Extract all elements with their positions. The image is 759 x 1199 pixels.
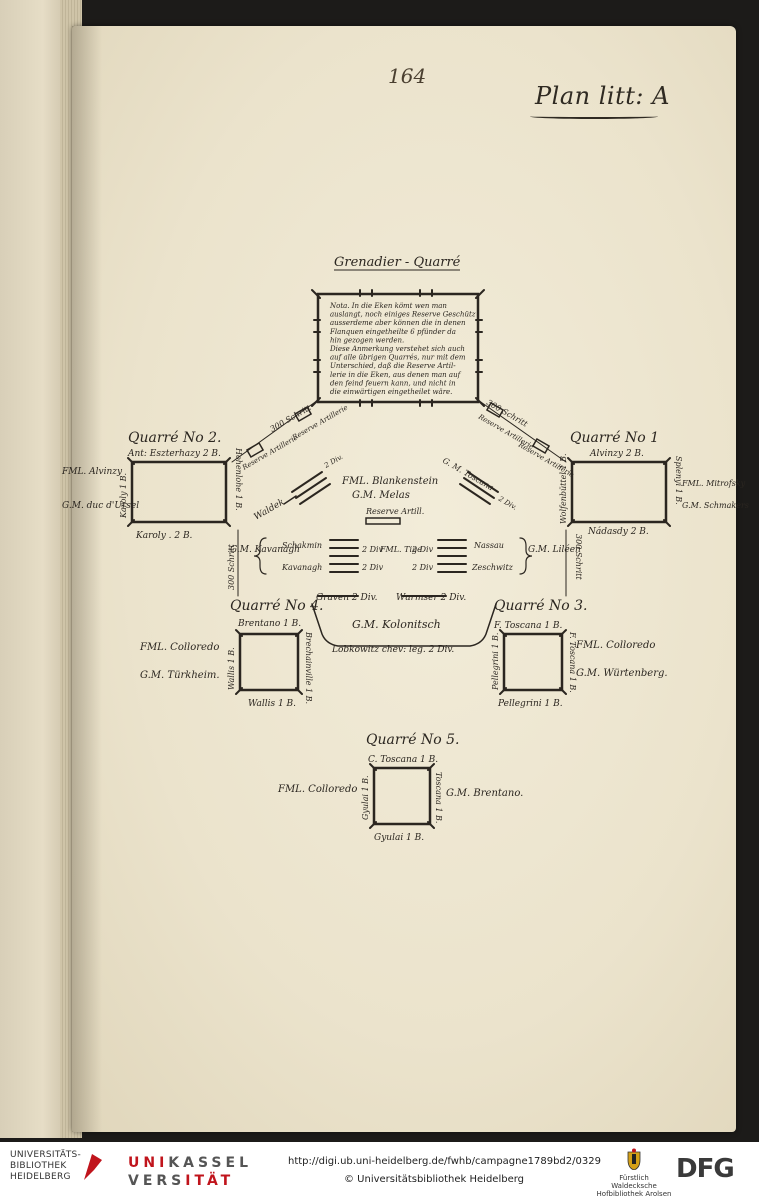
quarre-4-top: Brentano 1 B. (237, 619, 301, 629)
battle-plan-drawing: Grenadier - Quarré Nota. In die Eken köm… (61, 255, 749, 843)
center-zeschwitz: Zeschwitz (471, 563, 514, 572)
quarre-5-right: Toscana 1 B. (434, 772, 443, 823)
quarre-1-square (570, 460, 668, 524)
quarre-4-bottom: Wallis 1 B. (248, 699, 296, 709)
ub-heidelberg-logo[interactable]: UNIVERSITÄTS- BIBLIOTHEK HEIDELBERG (10, 1150, 82, 1182)
quarre-5-title: Quarré No 5. (366, 732, 459, 748)
quarre-5-commander-2: G.M. Brentano. (446, 788, 523, 799)
center-gm-melas: G.M. Melas (352, 490, 410, 501)
quarre-3-top: F. Toscana 1 B. (493, 621, 563, 631)
grenadier-title: Grenadier - Quarré (334, 255, 461, 270)
quarre-4-left: Wallis 1 B. (227, 647, 236, 690)
center-gm-kolonitsch: G.M. Kolonitsch (352, 618, 441, 631)
schritt-label-w: 300 Schritt (227, 543, 236, 590)
quarre-3-commander-1: FML. Colloredo (575, 640, 655, 651)
nota-line: lerie in die Eken, aus denen man auf (330, 371, 462, 379)
center-div-small-3: 2 Div (361, 563, 384, 572)
quarre-2-title: Quarré No 2. (128, 430, 221, 446)
center-gm-left: G.M. Kavanagh (230, 545, 300, 555)
center-div-left: 2 Div. (322, 453, 344, 470)
quarre-4-commander-1: FML. Colloredo (139, 642, 219, 653)
center-reserve-artill: Reserve Artill. (365, 507, 424, 516)
footer-bar: UNIVERSITÄTS- BIBLIOTHEK HEIDELBERG UNIK… (0, 1142, 759, 1199)
connecting-lines (231, 399, 567, 597)
quarre-4-commander-2: G.M. Türkheim. (140, 670, 220, 681)
quarre-2-commander-2: G.M. duc d'Ursel (62, 501, 139, 511)
nota-line: Nota. In die Eken kömt wen man (329, 302, 447, 310)
quarre-4-square (238, 632, 300, 692)
center-nassau: Nassau (473, 541, 504, 550)
quarre-1-commander-2: G.M. Schmakers (682, 501, 749, 510)
quarre-1-top: Alvinzy 2 B. (589, 449, 644, 459)
left-brace (253, 537, 267, 575)
quarre-2-top: Ant: Eszterhazy 2 B. (127, 449, 221, 459)
quarre-5-commander-1: FML. Colloredo (277, 784, 357, 795)
quarre-3-bottom: Pellegrini 1 B. (497, 699, 563, 709)
reserve-artillery-markers (245, 402, 551, 458)
quarre-1-left: Wolfenbüttel 1 B. (559, 454, 568, 525)
quarre-2-right: Hohenlohe 1 B. (234, 447, 243, 511)
quarre-1-title: Quarré No 1 (570, 430, 659, 446)
center-wurmser: Wurmser 2 Div. (396, 593, 466, 603)
uni-kassel-mark-icon (84, 1154, 102, 1180)
quarre-4-title: Quarré No 4. (230, 598, 323, 614)
grenadier-square-corners (311, 289, 485, 407)
nota-line: Unterschied, daß die Reserve Artil- (330, 362, 456, 370)
center-lobkowitz: Lobkowitz chev: leg. 2 Div. (331, 645, 454, 655)
quarre-3-commander-2: G.M. Würtenberg. (576, 668, 668, 679)
right-brace (519, 537, 533, 575)
nota-line: Flanquen eingetheilte 6 pfünder da (329, 328, 456, 336)
schritt-label-e: 300 Schritt (574, 534, 583, 581)
quarre-2-left: Karoly 1 B. (119, 473, 128, 519)
center-toscana-gm: G. M. Toscana (441, 456, 495, 493)
uni-kassel-logo[interactable]: UNIKASSEL VERSITÄT (128, 1155, 253, 1189)
nota-line: den feind feuern kann, und nicht in (330, 379, 456, 387)
center-div-small-4: 2 Div (411, 563, 434, 572)
folio-number: 164 (388, 64, 427, 88)
quarre-5-left: Gyulai 1 B. (361, 775, 370, 820)
gutter-shadow (72, 26, 102, 1132)
center-graven: Graven 2 Div. (316, 593, 378, 603)
nota-line: Diese Anmerkung verstehet sich auch (329, 345, 465, 353)
quarre-4-right: Brechainville 1 B. (304, 631, 313, 704)
nota-block: Nota. In die Eken kömt wen manauslangt, … (329, 302, 476, 396)
nota-line: hin gezogen werden. (330, 336, 404, 344)
center-div-small-2: 2 Div (411, 545, 434, 554)
quarre-3-title: Quarré No 3. (494, 598, 587, 614)
manuscript-page (72, 26, 736, 1132)
quarre-5-top: C. Toscana 1 B. (368, 755, 438, 765)
center-gm-right: G.M. Liléen (528, 544, 581, 555)
quarre-5-square (372, 766, 432, 826)
plan-title: Plan litt: A (535, 82, 670, 110)
center-fml-tige: FML. Tige (379, 545, 422, 554)
quarre-1-bottom: Nádasdy 2 B. (587, 526, 649, 537)
quarre-2-square (130, 460, 228, 524)
dfg-logo[interactable]: DFG (676, 1154, 735, 1184)
quarre-1-commander-1: FML. Mitrofsky (681, 479, 746, 488)
nota-line: auf alle übrigen Quarrés, nur mit dem (330, 354, 466, 362)
grenadier-square (316, 292, 480, 404)
center-cavalry-blocks (283, 471, 499, 647)
quarre-2-bottom: Karoly . 2 B. (135, 531, 193, 541)
nota-line: die einwärtigen eingetheilet wäre. (330, 388, 452, 396)
center-div-right: 2 Div. (496, 494, 518, 511)
quarre-1-right: Splenyi 1 B. (674, 456, 683, 505)
quarre-2-commander-1: FML. Alvinzy (61, 467, 123, 477)
plan-title-underline (530, 114, 658, 119)
nota-line: ausserdeme aber können die in denen (330, 319, 466, 327)
center-schakmin: Schakmin (282, 541, 322, 550)
quarre-3-left: Pellegrini 1 B. (491, 633, 500, 691)
center-waldek: Waldek (253, 497, 287, 522)
quarre-3-right: F. Toscana 1 B. (568, 631, 577, 693)
permalink-url[interactable]: http://digi.ub.uni-heidelberg.de/fwhb/ca… (288, 1156, 601, 1167)
center-kavanagh: Kavanagh (281, 563, 322, 572)
copyright-notice: © Universitätsbibliothek Heidelberg (344, 1174, 525, 1185)
quarre-5-bottom: Gyulai 1 B. (374, 833, 424, 843)
center-div-small-1: 2 Div (361, 545, 384, 554)
arolsen-logo[interactable]: Fürstlich Waldecksche Hofbibliothek Arol… (596, 1148, 672, 1198)
quarre-3-square (502, 632, 564, 692)
nota-line: auslangt, noch einiges Reserve Geschütz (330, 311, 476, 319)
coat-of-arms-icon (627, 1148, 641, 1171)
center-fml-blankenstein: FML. Blankenstein (341, 476, 438, 487)
